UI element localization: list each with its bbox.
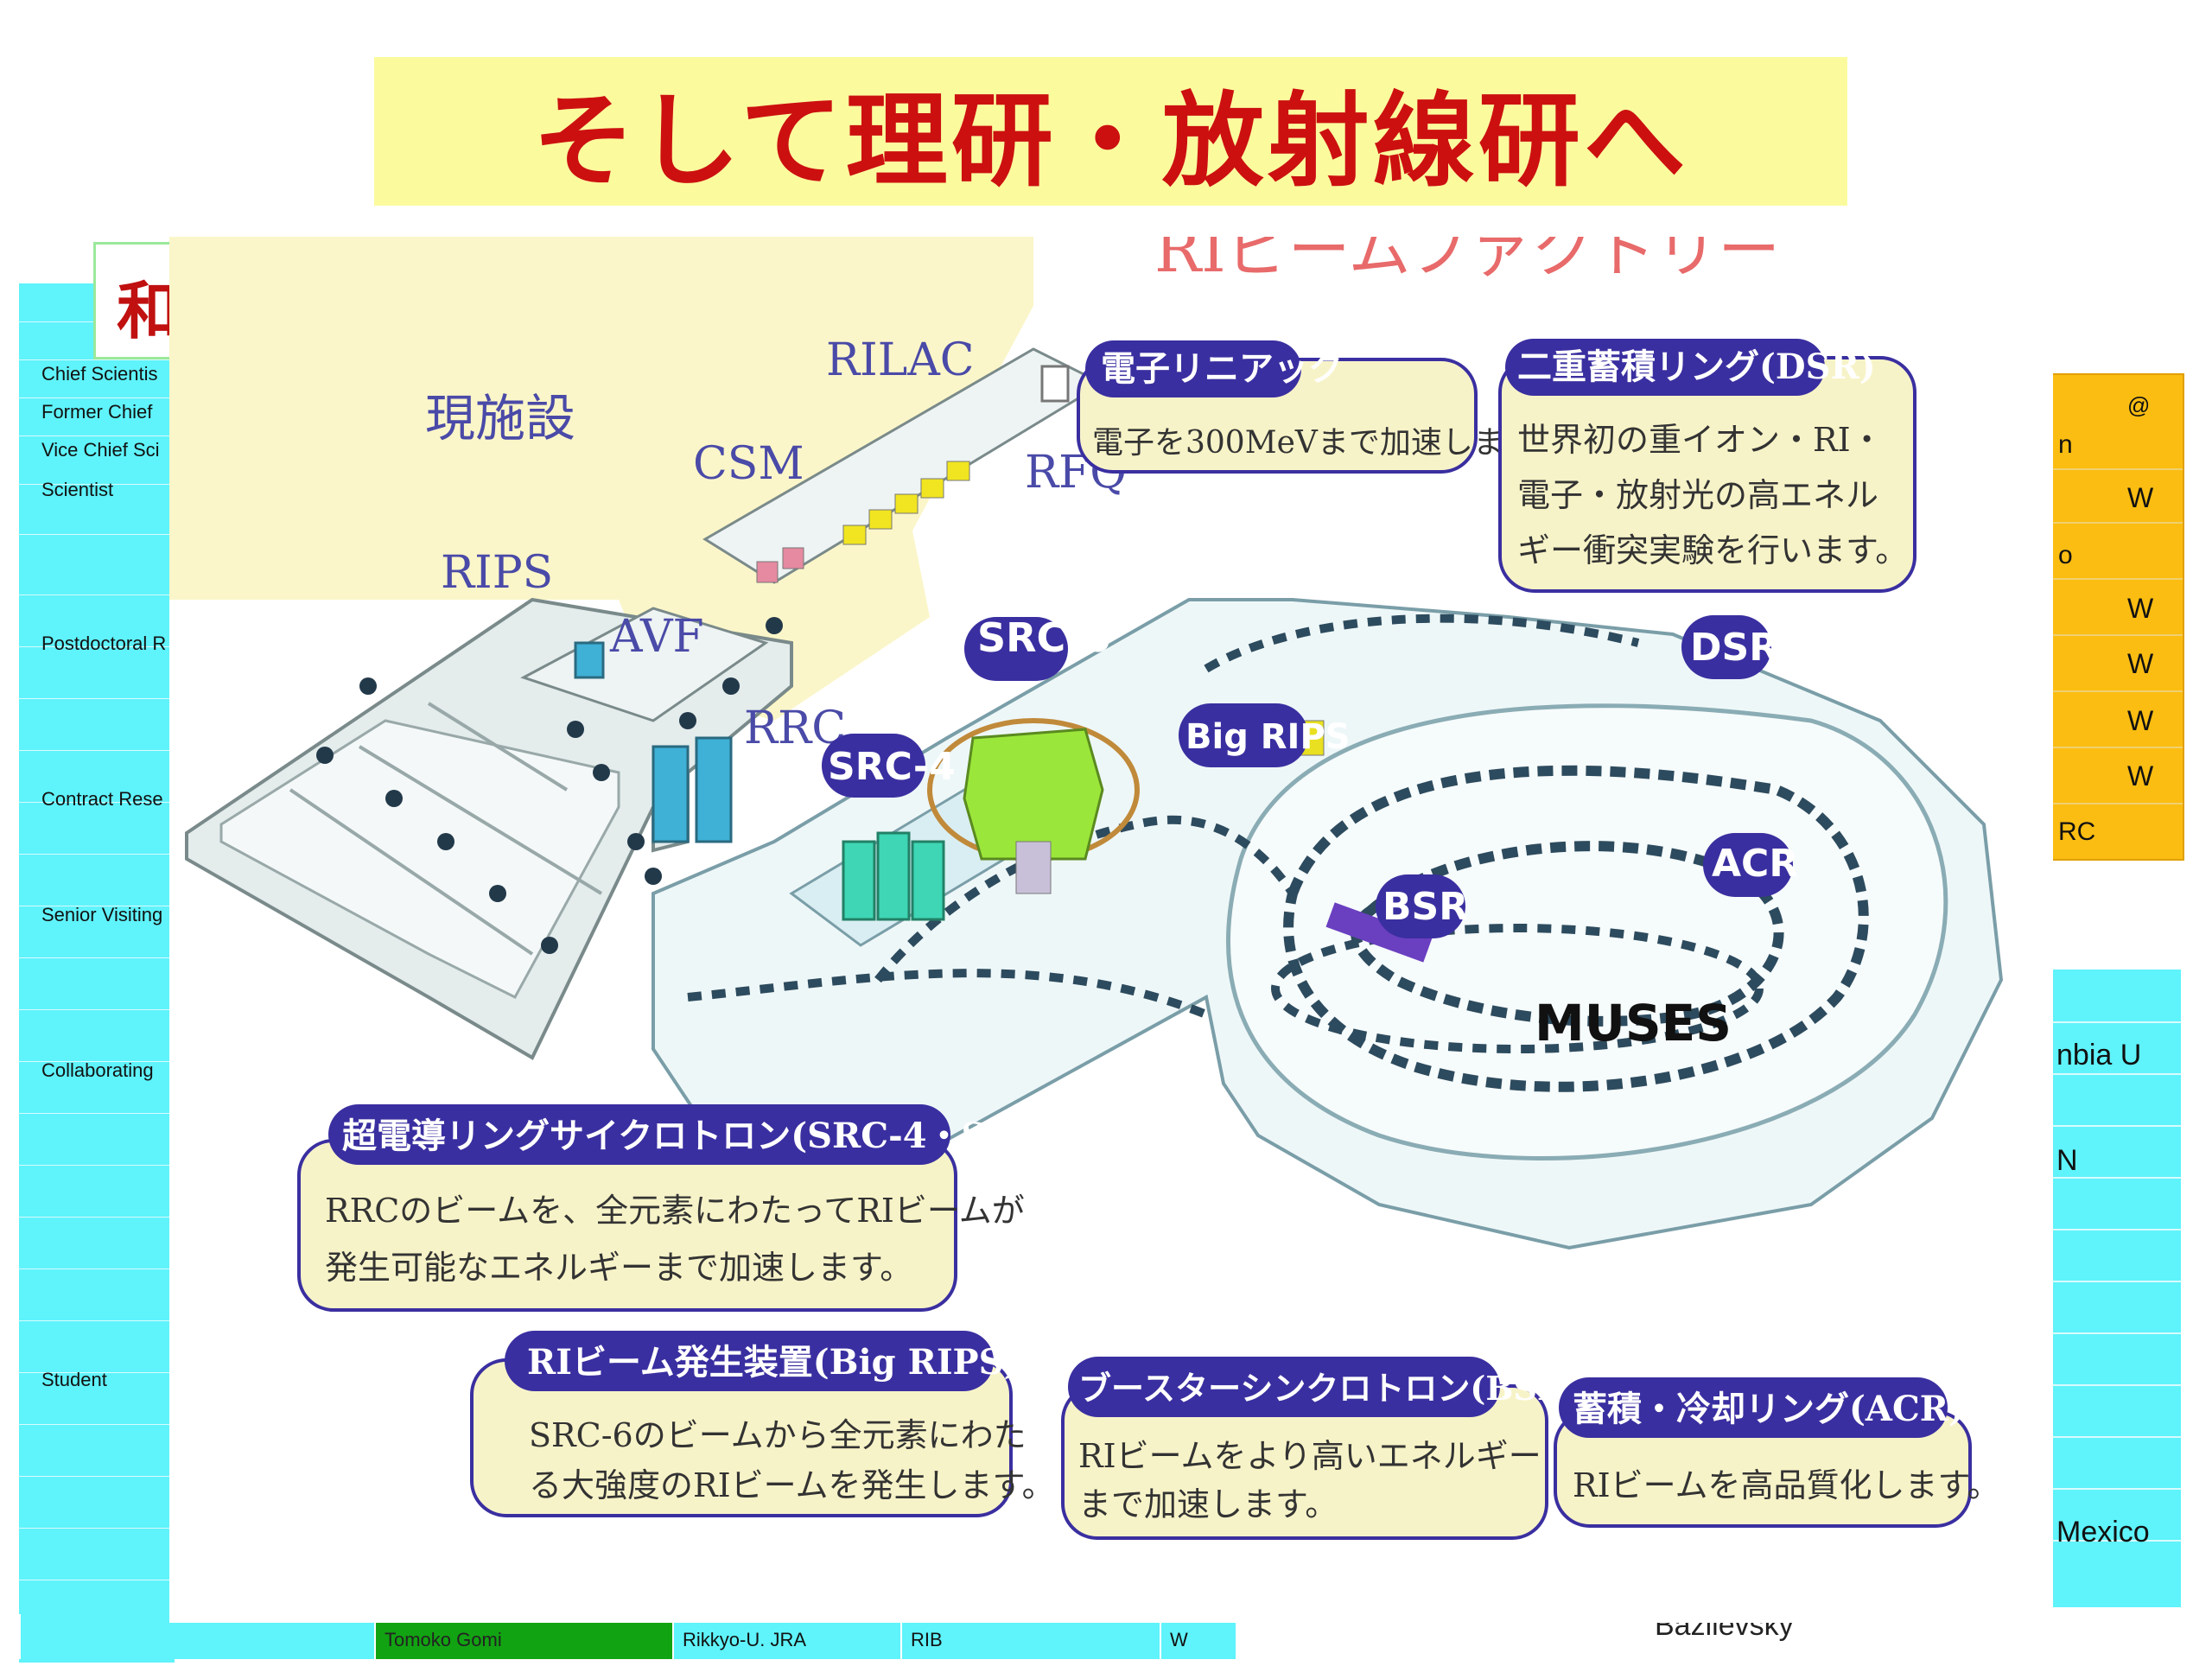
svg-text:る大強度のRIビームを発生します。: る大強度のRIビームを発生します。 xyxy=(529,1466,1055,1504)
src4-cyclotron xyxy=(842,831,945,921)
sheet-cell: W xyxy=(2127,648,2154,679)
sheet-cell: W xyxy=(2127,760,2154,792)
sheet-fragment: n xyxy=(2058,430,2073,459)
svg-text:まで加速します。: まで加速します。 xyxy=(1078,1485,1338,1523)
sheet-label: Student xyxy=(41,1369,107,1390)
label-rilac: RILAC xyxy=(826,334,975,386)
callout-electron-linac: 電子リニアック 電子を300MeVまで加速します。 xyxy=(1077,340,1563,474)
svg-text:蓄積・冷却リング(ACR): 蓄積・冷却リング(ACR) xyxy=(1573,1389,1965,1429)
svg-text:BSR: BSR xyxy=(1382,885,1468,929)
callout-acr: 蓄積・冷却リング(ACR) RIビームを高品質化します。 xyxy=(1554,1377,2000,1528)
callout-dsr: 二重蓄積リング(DSR) 世界初の重イオン・RI・ 電子・放射光の高エネル ギー… xyxy=(1498,339,1916,593)
beamline-magnets xyxy=(316,617,783,954)
label-muses: MUSES xyxy=(1535,994,1732,1052)
ri-beam-factory-diagram: RIビームファクトリー xyxy=(169,237,2053,1623)
sheet-label: Postdoctoral R xyxy=(41,633,167,654)
tag-acr: ACR xyxy=(1703,833,1798,897)
rilac-beamline xyxy=(756,365,1070,583)
sheet-cell: W xyxy=(2127,705,2154,736)
svg-text:Big RIPS: Big RIPS xyxy=(1185,717,1351,757)
tag-src6: SRC-6 xyxy=(964,614,1110,681)
sheet-cell: W xyxy=(2127,593,2154,624)
svg-text:超電導リングサイクロトロン(SRC-4・SRC-6): 超電導リングサイクロトロン(SRC-4・SRC-6) xyxy=(342,1116,1097,1156)
sheet-fragment: N xyxy=(2056,1144,2078,1177)
sheet-label: Chief Scientis xyxy=(41,363,158,385)
svg-text:DSR: DSR xyxy=(1690,626,1778,670)
label-current-facility: 現施設 xyxy=(425,389,575,448)
svg-text:電子・放射光の高エネル: 電子・放射光の高エネル xyxy=(1517,476,1878,514)
svg-text:SRC-6: SRC-6 xyxy=(977,614,1110,661)
sheet-cell: Rikkyo-U. JRA xyxy=(672,1614,900,1659)
src6-cyclotron xyxy=(927,718,1140,894)
tag-dsr: DSR xyxy=(1681,615,1778,679)
sheet-cell: W xyxy=(1160,1614,1236,1659)
slide-title: そして理研・放射線研へ xyxy=(532,80,1689,200)
svg-text:電子を300MeVまで加速します。: 電子を300MeVまで加速します。 xyxy=(1092,425,1563,461)
existing-facility-floor xyxy=(185,347,1106,1060)
title-banner: そして理研・放射線研へ xyxy=(374,57,1847,206)
rrc-cyclotron xyxy=(574,641,733,843)
svg-text:世界初の重イオン・RI・: 世界初の重イオン・RI・ xyxy=(1517,421,1884,459)
svg-text:電子リニアック: 電子リニアック xyxy=(1101,348,1343,389)
label-csm: CSM xyxy=(693,438,804,490)
svg-text:RIビームを高品質化します。: RIビームを高品質化します。 xyxy=(1573,1466,2000,1504)
svg-text:ギー衝突実験を行います。: ギー衝突実験を行います。 xyxy=(1517,531,1908,569)
current-facility-zone xyxy=(169,237,1033,721)
svg-text:ブースターシンクロトロン(BSR): ブースターシンクロトロン(BSR) xyxy=(1078,1369,1580,1408)
label-avf: AVF xyxy=(609,611,704,663)
sheet-label: Vice Chief Sci xyxy=(41,439,160,461)
diagram-header: RIビームファクトリー xyxy=(1154,237,1780,286)
sheet-fragment: o xyxy=(2058,541,2073,569)
callout-bsr: ブースターシンクロトロン(BSR) RIビームをより高いエネルギー まで加速しま… xyxy=(1061,1357,1580,1540)
sheet-fragment: RC xyxy=(2058,817,2096,846)
svg-text:SRC-4: SRC-4 xyxy=(828,745,956,789)
sheet-cell: RIB xyxy=(900,1614,1160,1659)
sheet-cell: @ xyxy=(2127,392,2151,418)
svg-text:RIビーム発生装置(Big RIPS): RIビーム発生装置(Big RIPS) xyxy=(527,1342,1020,1383)
sheet-label: Senior Visiting xyxy=(41,904,163,925)
tag-src4: SRC-4 xyxy=(822,734,956,798)
sheet-title-char: 和 xyxy=(117,275,180,347)
label-rips: RIPS xyxy=(441,547,553,599)
background-sheet-left: Chief Scientis Former Chief Vice Chief S… xyxy=(19,283,176,1663)
svg-text:二重蓄積リング(DSR): 二重蓄積リング(DSR) xyxy=(1517,347,1876,387)
sheet-fragment: nbia U xyxy=(2056,1039,2142,1071)
svg-text:SRC-6のビームから全元素にわた: SRC-6のビームから全元素にわた xyxy=(529,1416,1027,1454)
svg-text:RIビームをより高いエネルギー: RIビームをより高いエネルギー xyxy=(1078,1437,1541,1475)
sheet-fragment: Mexico xyxy=(2056,1516,2150,1548)
callout-bigrips: RIビーム発生装置(Big RIPS) SRC-6のビームから全元素にわた る大… xyxy=(470,1331,1055,1517)
sheet-label: Scientist xyxy=(41,479,114,500)
sheet-label: Collaborating xyxy=(41,1059,154,1081)
sheet-label: Former Chief xyxy=(41,401,153,423)
svg-text:ACR: ACR xyxy=(1712,842,1798,886)
tag-bigrips: Big RIPS xyxy=(1179,703,1351,767)
callout-src: 超電導リングサイクロトロン(SRC-4・SRC-6) RRCのビームを、全元素に… xyxy=(297,1104,1097,1312)
svg-text:RRCのビームを、全元素にわたってRIビームが: RRCのビームを、全元素にわたってRIビームが xyxy=(325,1192,1025,1230)
tag-bsr: BSR xyxy=(1376,874,1468,938)
background-sheet-right-orange: @ n W o W W W W RC xyxy=(2050,373,2184,861)
background-sheet-right-cyan: nbia U N Mexico xyxy=(2050,970,2181,1607)
svg-text:発生可能なエネルギーまで加速します。: 発生可能なエネルギーまで加速します。 xyxy=(325,1249,912,1287)
sheet-cell: W xyxy=(2127,482,2154,513)
sheet-label: Contract Rese xyxy=(41,788,163,810)
